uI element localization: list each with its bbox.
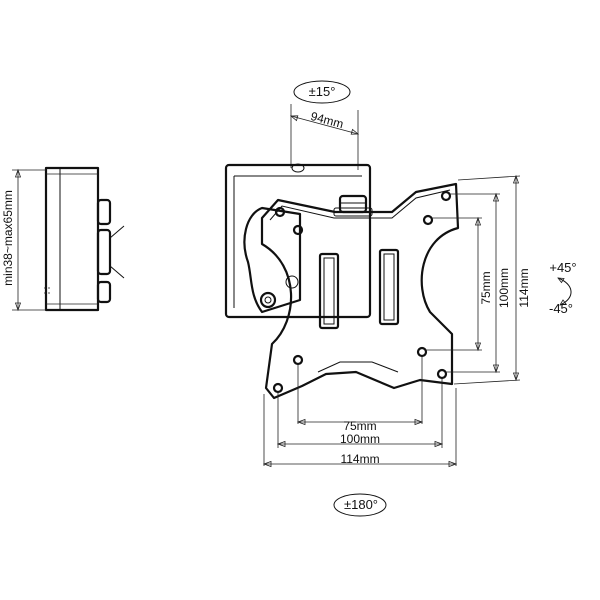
vesa-plate: [260, 182, 460, 400]
side-view-arm-middle: [96, 228, 112, 276]
rotation-label: ±180°: [344, 497, 378, 512]
swivel-arc: [557, 277, 572, 306]
mounting-hole: [436, 368, 448, 380]
side-view-wall-plate: [44, 166, 100, 312]
tilt-indicator: [293, 80, 351, 104]
vertical-dimensions: 75mm 100mm 114mm: [426, 174, 531, 385]
vesa-slot-right: [378, 248, 400, 326]
h-114-label: 114mm: [340, 452, 379, 466]
swivel-plus-label: +45°: [549, 260, 576, 275]
depth-label: 94mm: [309, 109, 345, 131]
tilt-label: ±15°: [309, 84, 336, 99]
swivel-indicator: +45° -45°: [549, 260, 577, 316]
h-100-label: 100mm: [340, 432, 380, 446]
mounting-hole: [272, 382, 284, 394]
wall-distance-label: min38~max65mm: [1, 190, 15, 286]
horizontal-dimensions: 75mm 100mm 114mm: [262, 356, 458, 468]
wall-bracket: [224, 163, 372, 319]
rotation-indicator: [333, 493, 387, 517]
pivot-arm: [243, 206, 302, 314]
tilt-knob: [338, 194, 368, 214]
depth-dim-line: [290, 115, 359, 135]
v-100-label: 100mm: [497, 268, 511, 308]
mounting-hole: [292, 354, 304, 366]
v-75-label: 75mm: [479, 271, 493, 304]
mounting-hole: [416, 346, 428, 358]
mounting-hole: [292, 224, 304, 236]
vesa-slot-left: [318, 252, 340, 330]
v-114-label: 114mm: [517, 268, 531, 307]
mounting-hole: [274, 206, 286, 218]
swivel-minus-label: -45°: [549, 301, 573, 316]
side-view: min38~max65mm: [1, 166, 125, 312]
h-75-label: 75mm: [343, 419, 376, 433]
mounting-hole: [440, 190, 452, 202]
side-view-arm-top: [96, 198, 112, 226]
mounting-hole: [422, 214, 434, 226]
side-view-arm-bottom: [96, 280, 112, 304]
front-view: ±15° 94mm: [224, 80, 531, 517]
